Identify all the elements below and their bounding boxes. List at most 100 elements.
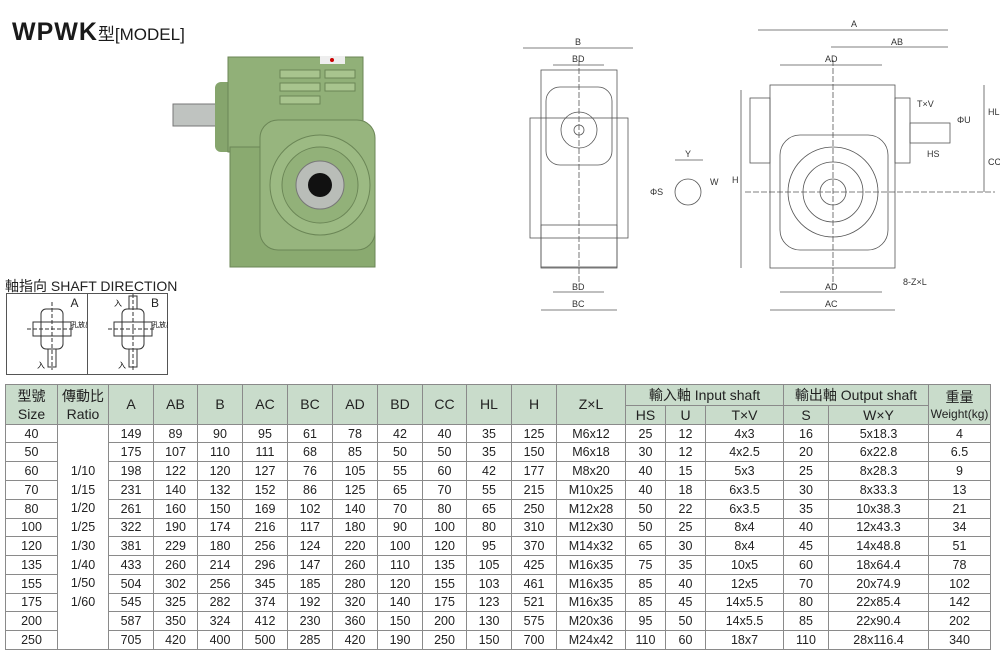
table-cell: M12x30 <box>556 517 626 538</box>
table-cell: 250 <box>5 630 58 650</box>
table-cell: 545 <box>108 592 154 613</box>
header-hl: HL <box>466 384 512 425</box>
header-bc: BC <box>287 384 333 425</box>
table-cell: 150 <box>511 442 557 463</box>
table-cell: 215 <box>511 479 557 500</box>
table-cell: 68 <box>287 442 333 463</box>
table-cell: 9 <box>928 461 991 481</box>
table-cell: 61 <box>287 423 333 444</box>
table-cell: 140 <box>153 479 198 500</box>
table-cell: 4x2.5 <box>705 442 784 463</box>
table-cell: 296 <box>242 555 288 575</box>
ratio-value: 1/50 <box>70 576 96 591</box>
direction-b-label: B <box>150 296 159 310</box>
table-cell: 200 <box>5 611 58 632</box>
table-cell: 8x33.3 <box>828 479 929 500</box>
table-cell: 85 <box>783 611 829 632</box>
table-cell: 500 <box>242 630 288 650</box>
dim-b: B <box>575 37 581 47</box>
table-cell: 105 <box>332 461 378 481</box>
table-cell: 50 <box>422 442 467 463</box>
out-label: 孔放出 <box>152 320 168 329</box>
table-cell: 160 <box>153 498 198 519</box>
table-cell: 80 <box>422 498 467 519</box>
dim-a: A <box>851 19 857 29</box>
table-cell: 231 <box>108 479 154 500</box>
model-name: WPWK <box>12 18 98 46</box>
table-cell: M8x20 <box>556 461 626 481</box>
table-cell: 111 <box>242 442 288 463</box>
table-cell: 50 <box>625 498 666 519</box>
table-cell: M12x28 <box>556 498 626 519</box>
table-cell: 420 <box>332 630 378 650</box>
table-cell: 30 <box>783 479 829 500</box>
ratio-value: 1/25 <box>70 520 96 535</box>
table-cell: 125 <box>511 423 557 444</box>
table-cell: 80 <box>5 498 58 519</box>
table-cell: 117 <box>287 517 333 538</box>
table-cell: M16x35 <box>556 555 626 575</box>
dim-ac: AC <box>825 299 838 309</box>
table-cell: 21 <box>928 498 991 519</box>
header-u: U <box>665 405 706 425</box>
table-cell: 177 <box>511 461 557 481</box>
table-cell: 8x28.3 <box>828 461 929 481</box>
side-view <box>523 47 703 311</box>
table-cell: 103 <box>466 573 512 594</box>
dim-zxl: 8-Z×L <box>903 277 927 287</box>
ratio-value: 1/20 <box>70 501 96 516</box>
front-view <box>740 29 995 311</box>
table-cell: M6x18 <box>556 442 626 463</box>
table-cell: 155 <box>422 573 467 594</box>
table-cell: 216 <box>242 517 288 538</box>
table-cell: 350 <box>153 611 198 632</box>
table-cell: 102 <box>287 498 333 519</box>
table-cell: 587 <box>108 611 154 632</box>
table-cell: 65 <box>625 536 666 557</box>
table-cell: 50 <box>625 517 666 538</box>
ratio-value <box>58 443 108 462</box>
header-hs: HS <box>625 405 666 425</box>
header-s: S <box>783 405 829 425</box>
direction-a-label: A <box>70 296 79 310</box>
table-cell: M20x36 <box>556 611 626 632</box>
header-bd: BD <box>377 384 423 425</box>
table-cell: 10x5 <box>705 555 784 575</box>
table-cell: 120 <box>377 573 423 594</box>
table-cell: 174 <box>197 517 243 538</box>
table-cell: 22 <box>665 498 706 519</box>
table-cell: 302 <box>153 573 198 594</box>
in-label: 入 <box>118 361 126 370</box>
table-cell: 152 <box>242 479 288 500</box>
table-cell: M16x35 <box>556 573 626 594</box>
table-cell: 40 <box>625 479 666 500</box>
table-cell: 95 <box>242 423 288 444</box>
table-cell: 192 <box>287 592 333 613</box>
table-cell: M6x12 <box>556 423 626 444</box>
header-ab: AB <box>153 384 198 425</box>
dimension-drawing: A AB B BD BD BC AD AD AC H HL CC HS T×V … <box>523 19 1000 311</box>
table-cell: 120 <box>197 461 243 481</box>
table-cell: 381 <box>108 536 154 557</box>
table-cell: 28x116.4 <box>828 630 929 650</box>
table-cell: 14x5.5 <box>705 611 784 632</box>
table-cell: 140 <box>377 592 423 613</box>
header-input-shaft: 輸入軸 Input shaft <box>625 384 784 406</box>
table-cell: 100 <box>422 517 467 538</box>
table-cell: 175 <box>5 592 58 613</box>
table-cell: 30 <box>625 442 666 463</box>
in-label-top: 入 <box>114 299 122 308</box>
header-output-shaft: 輸出軸 Output shaft <box>783 384 929 406</box>
dim-bc: BC <box>572 299 585 309</box>
in-label: 入 <box>37 361 45 370</box>
table-cell: 22x90.4 <box>828 611 929 632</box>
header-ac: AC <box>242 384 288 425</box>
dim-h: H <box>732 175 739 185</box>
table-cell: 420 <box>153 630 198 650</box>
table-cell: 135 <box>5 555 58 575</box>
